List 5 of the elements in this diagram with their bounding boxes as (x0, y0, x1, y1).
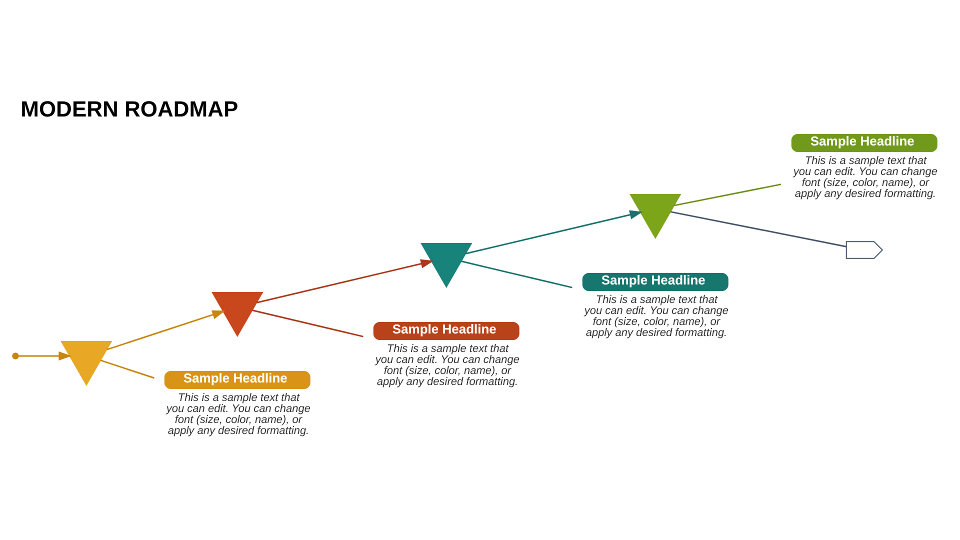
node-label: This is a sample text that you can edit. You can change font (size, color, name), or apply any desired formatting. (375, 342, 520, 388)
node-label: This is a sample text that you can edit. You can change font (size, color, name), or apply any desired formatting. (584, 293, 729, 338)
node-label: This is a sample text that you can edit. You can change font (size, color, name), or apply any desired formatting. (166, 391, 311, 436)
diagram-title: MODERN ROADMAP (20, 96, 238, 122)
node-label: This is a sample text that you can edit. You can change font (size, color, name), or apply any desired formatting. (793, 154, 938, 200)
